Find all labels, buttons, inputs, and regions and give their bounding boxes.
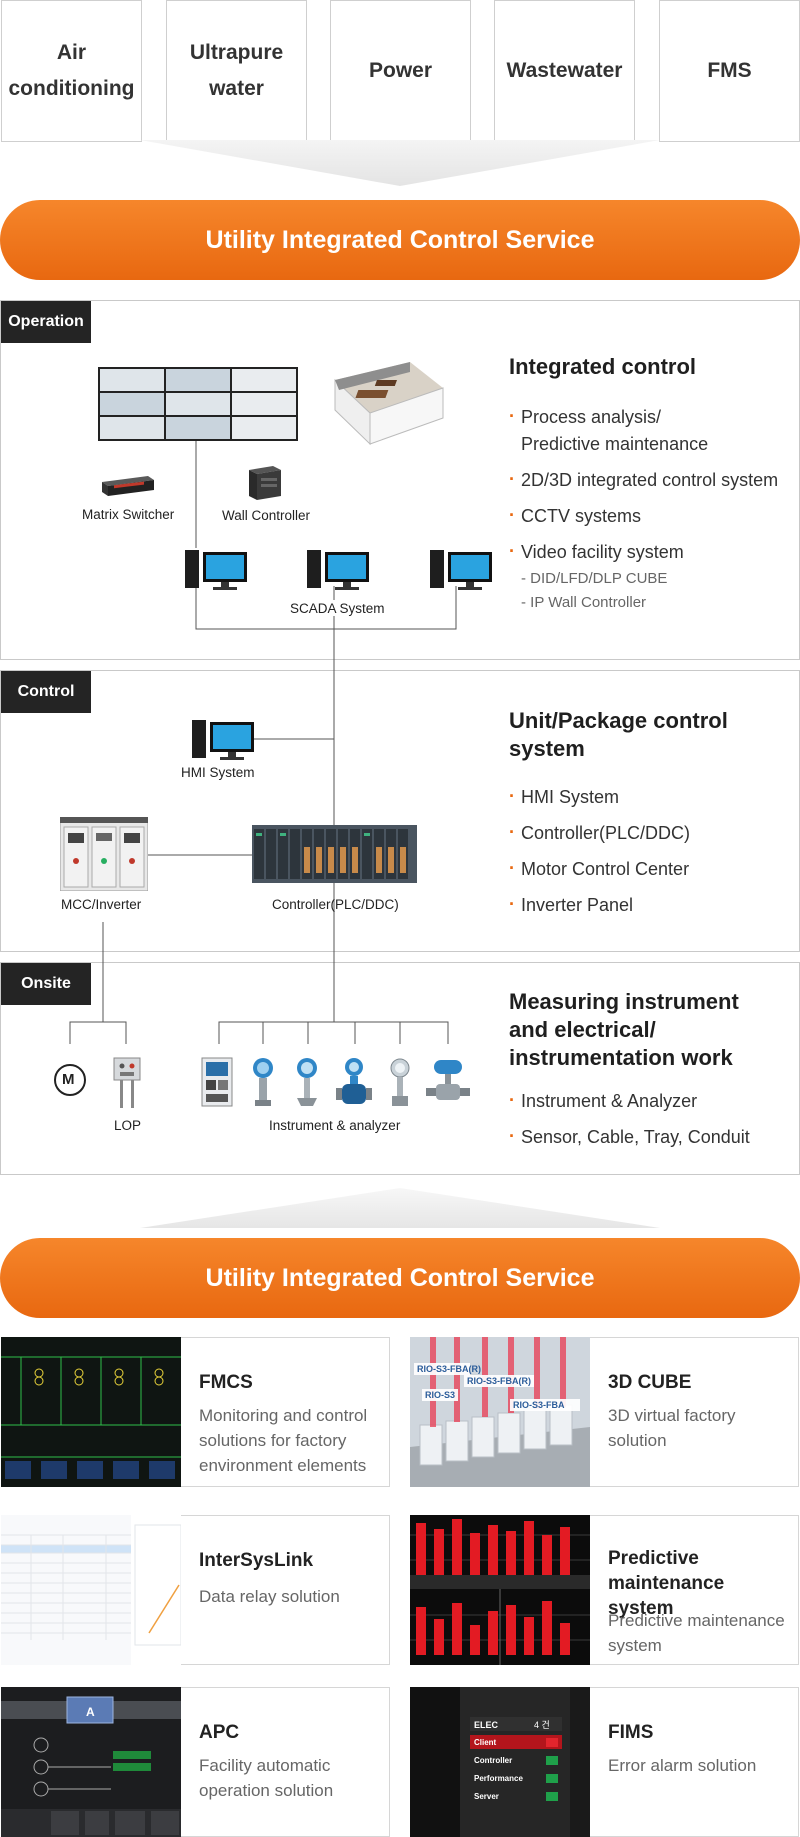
control-item: Motor Control Center [509, 856, 690, 883]
fims-row: Client [474, 1738, 497, 1747]
category-label: Air [57, 41, 86, 64]
operation-subitem: - IP Wall Controller [521, 590, 778, 615]
solution-title: InterSysLink [199, 1548, 385, 1573]
solution-desc: Data relay solution [199, 1584, 385, 1609]
solution-desc: 3D virtual factory solution [608, 1403, 794, 1453]
solution-title: FIMS [608, 1720, 794, 1745]
fmcs-screenshot [1, 1337, 181, 1487]
operation-tag: Operation [1, 301, 91, 343]
level-transmitter-icon [293, 1056, 321, 1108]
lop-panel-image [110, 1056, 144, 1108]
funnel-arrow [140, 1188, 660, 1236]
solution-title: 3D CUBE [608, 1370, 794, 1395]
flowmeter-icon [336, 1056, 372, 1108]
onsite-item: Instrument & Analyzer [509, 1088, 750, 1115]
funnel-arrow [140, 140, 660, 188]
fims-row: Controller [474, 1756, 512, 1765]
scada-computer-icon [430, 548, 496, 592]
hmi-system-label: HMI System [181, 765, 255, 780]
solution-card-apc[interactable]: A APC Facility automatic operation solut… [1, 1687, 390, 1837]
transmitter-icon [249, 1056, 277, 1108]
control-room-3d-image [315, 358, 445, 448]
utility-control-banner: Utility Integrated Control Service [0, 200, 800, 280]
operation-item: CCTV systems [509, 503, 778, 530]
solution-desc: Predictive maintenance system [608, 1608, 794, 1658]
category-label: water [209, 77, 264, 100]
category-power: Power [330, 0, 471, 142]
operation-subitem: - DID/LFD/DLP CUBE [521, 566, 778, 591]
mcc-inverter-image [60, 817, 148, 891]
solution-card-3d-cube[interactable]: RIO-S3-FBA(R) RIO-S3-FBA(R) RIO-S3 RIO-S… [410, 1337, 799, 1487]
control-tag: Control [1, 671, 91, 713]
fims-header: ELEC [474, 1720, 499, 1730]
category-label: conditioning [9, 77, 135, 100]
category-wastewater: Wastewater [494, 0, 635, 142]
control-valve-icon [426, 1058, 470, 1106]
solution-card-fims[interactable]: ELEC 4 건 Client Controller Performance S… [410, 1687, 799, 1837]
predictive-maintenance-screenshot [410, 1515, 590, 1665]
onsite-tag: Onsite [1, 963, 91, 1005]
cube-label: RIO-S3 [425, 1390, 455, 1400]
category-air-conditioning: Air conditioning [1, 0, 142, 142]
category-fms: FMS [659, 0, 800, 142]
fims-row: Performance [474, 1774, 523, 1783]
wall-controller-label: Wall Controller [222, 508, 310, 523]
category-label: Wastewater [507, 53, 623, 89]
fims-count: 4 건 [534, 1720, 550, 1730]
control-item: Inverter Panel [509, 892, 690, 919]
scada-system-label: SCADA System [288, 601, 387, 616]
operation-item: Video facility system - DID/LFD/DLP CUBE… [509, 539, 778, 615]
cube-label: RIO-S3-FBA [513, 1400, 565, 1410]
matrix-switcher-label: Matrix Switcher [82, 507, 174, 522]
banner-title: Utility Integrated Control Service [206, 1264, 595, 1293]
operation-item: Process analysis/Predictive maintenance [509, 404, 778, 458]
solution-card-intersyslink[interactable]: InterSysLink Data relay solution [1, 1515, 390, 1665]
3d-cube-screenshot: RIO-S3-FBA(R) RIO-S3-FBA(R) RIO-S3 RIO-S… [410, 1337, 590, 1487]
motor-symbol: M [62, 1071, 75, 1088]
category-label: FMS [707, 53, 751, 89]
intersyslink-screenshot [1, 1515, 181, 1665]
scada-computer-icon [307, 548, 373, 592]
operation-list: Process analysis/Predictive maintenance … [509, 404, 778, 624]
video-wall-image [98, 367, 298, 441]
control-list: HMI System Controller(PLC/DDC) Motor Con… [509, 784, 690, 928]
operation-item: 2D/3D integrated control system [509, 467, 778, 494]
solution-desc: Facility automatic operation solution [199, 1753, 385, 1803]
wall-controller-image [245, 466, 285, 502]
cube-label: RIO-S3-FBA(R) [467, 1376, 531, 1386]
fims-screenshot: ELEC 4 건 Client Controller Performance S… [410, 1687, 590, 1837]
control-item: HMI System [509, 784, 690, 811]
category-ultrapure-water: Ultrapure water [166, 0, 307, 142]
operation-title: Integrated control [509, 353, 696, 381]
solution-card-fmcs[interactable]: FMCS Monitoring and control solutions fo… [1, 1337, 390, 1487]
utility-control-banner: Utility Integrated Control Service [0, 1238, 800, 1318]
onsite-item: Sensor, Cable, Tray, Conduit [509, 1124, 750, 1151]
solution-title: APC [199, 1720, 385, 1745]
instrument-analyzer-label: Instrument & analyzer [269, 1118, 400, 1133]
cube-label: RIO-S3-FBA(R) [417, 1364, 481, 1374]
lop-label: LOP [114, 1118, 141, 1133]
control-item: Controller(PLC/DDC) [509, 820, 690, 847]
scada-computer-icon [185, 548, 251, 592]
fims-row: Server [474, 1792, 499, 1801]
hmi-computer-icon [192, 718, 258, 762]
solution-title: FMCS [199, 1370, 385, 1395]
mcc-inverter-label: MCC/Inverter [61, 897, 141, 912]
controller-label: Controller(PLC/DDC) [272, 897, 399, 912]
category-label: Ultrapure [190, 41, 283, 64]
apc-screenshot: A [1, 1687, 181, 1837]
pressure-gauge-icon [386, 1056, 414, 1108]
solution-desc: Error alarm solution [608, 1753, 794, 1778]
banner-title: Utility Integrated Control Service [206, 226, 595, 255]
matrix-switcher-image [100, 474, 156, 498]
apc-block-label: A [86, 1705, 95, 1719]
onsite-list: Instrument & Analyzer Sensor, Cable, Tra… [509, 1088, 750, 1160]
solution-desc: Monitoring and control solutions for fac… [199, 1403, 385, 1478]
category-label: Power [369, 53, 432, 89]
analyzer-cabinet-image [200, 1056, 234, 1108]
plc-controller-image [252, 825, 417, 883]
